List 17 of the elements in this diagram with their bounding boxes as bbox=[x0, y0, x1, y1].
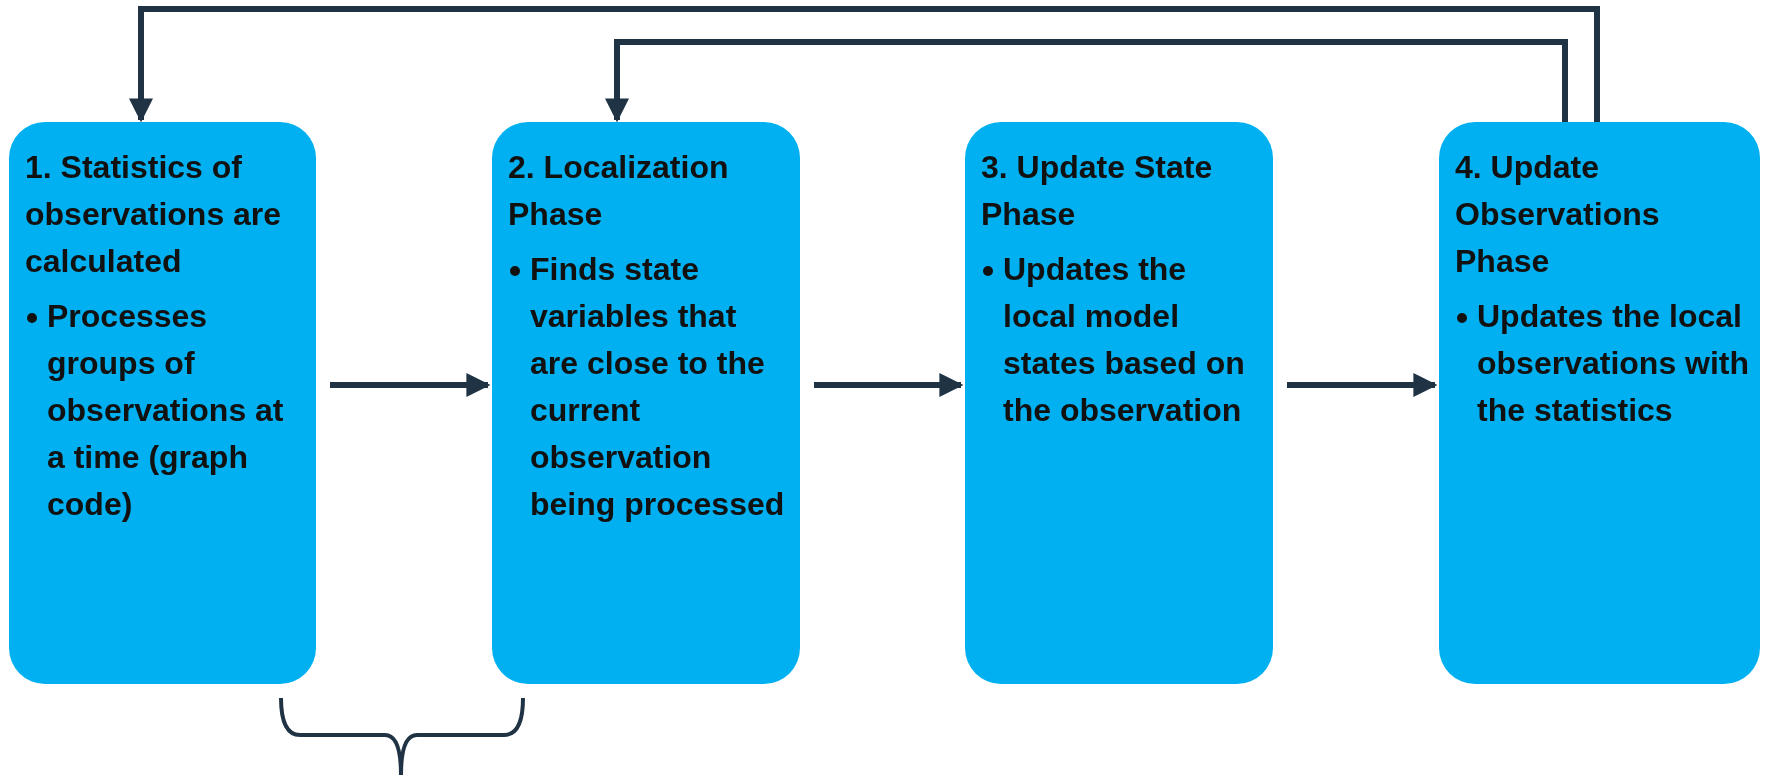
bullet-text: Finds state variables that are close to the current observation being processed bbox=[508, 246, 790, 528]
box-heading: 4. Update Observations Phase bbox=[1455, 148, 1661, 281]
process-box bbox=[492, 122, 800, 684]
box-heading: 3. Update State Phase bbox=[981, 148, 1214, 234]
arrow bbox=[1287, 373, 1438, 397]
bullet-text: Processes groups of observations at a time (graph code) bbox=[25, 293, 306, 528]
process-box bbox=[965, 122, 1273, 684]
bullet-text: Updates the local observations with the statistics bbox=[1455, 293, 1750, 434]
arrow bbox=[814, 373, 964, 397]
process-box bbox=[1439, 122, 1760, 684]
box-heading: 1. Statistics of observations are calculated bbox=[25, 148, 283, 281]
box-heading: 2. Localization Phase bbox=[508, 148, 730, 234]
arrow bbox=[129, 6, 1600, 123]
process-box bbox=[9, 122, 316, 684]
arrow bbox=[605, 39, 1568, 123]
bullet-text: Updates the local model states based on the observation bbox=[981, 246, 1263, 434]
arrow bbox=[330, 373, 491, 397]
